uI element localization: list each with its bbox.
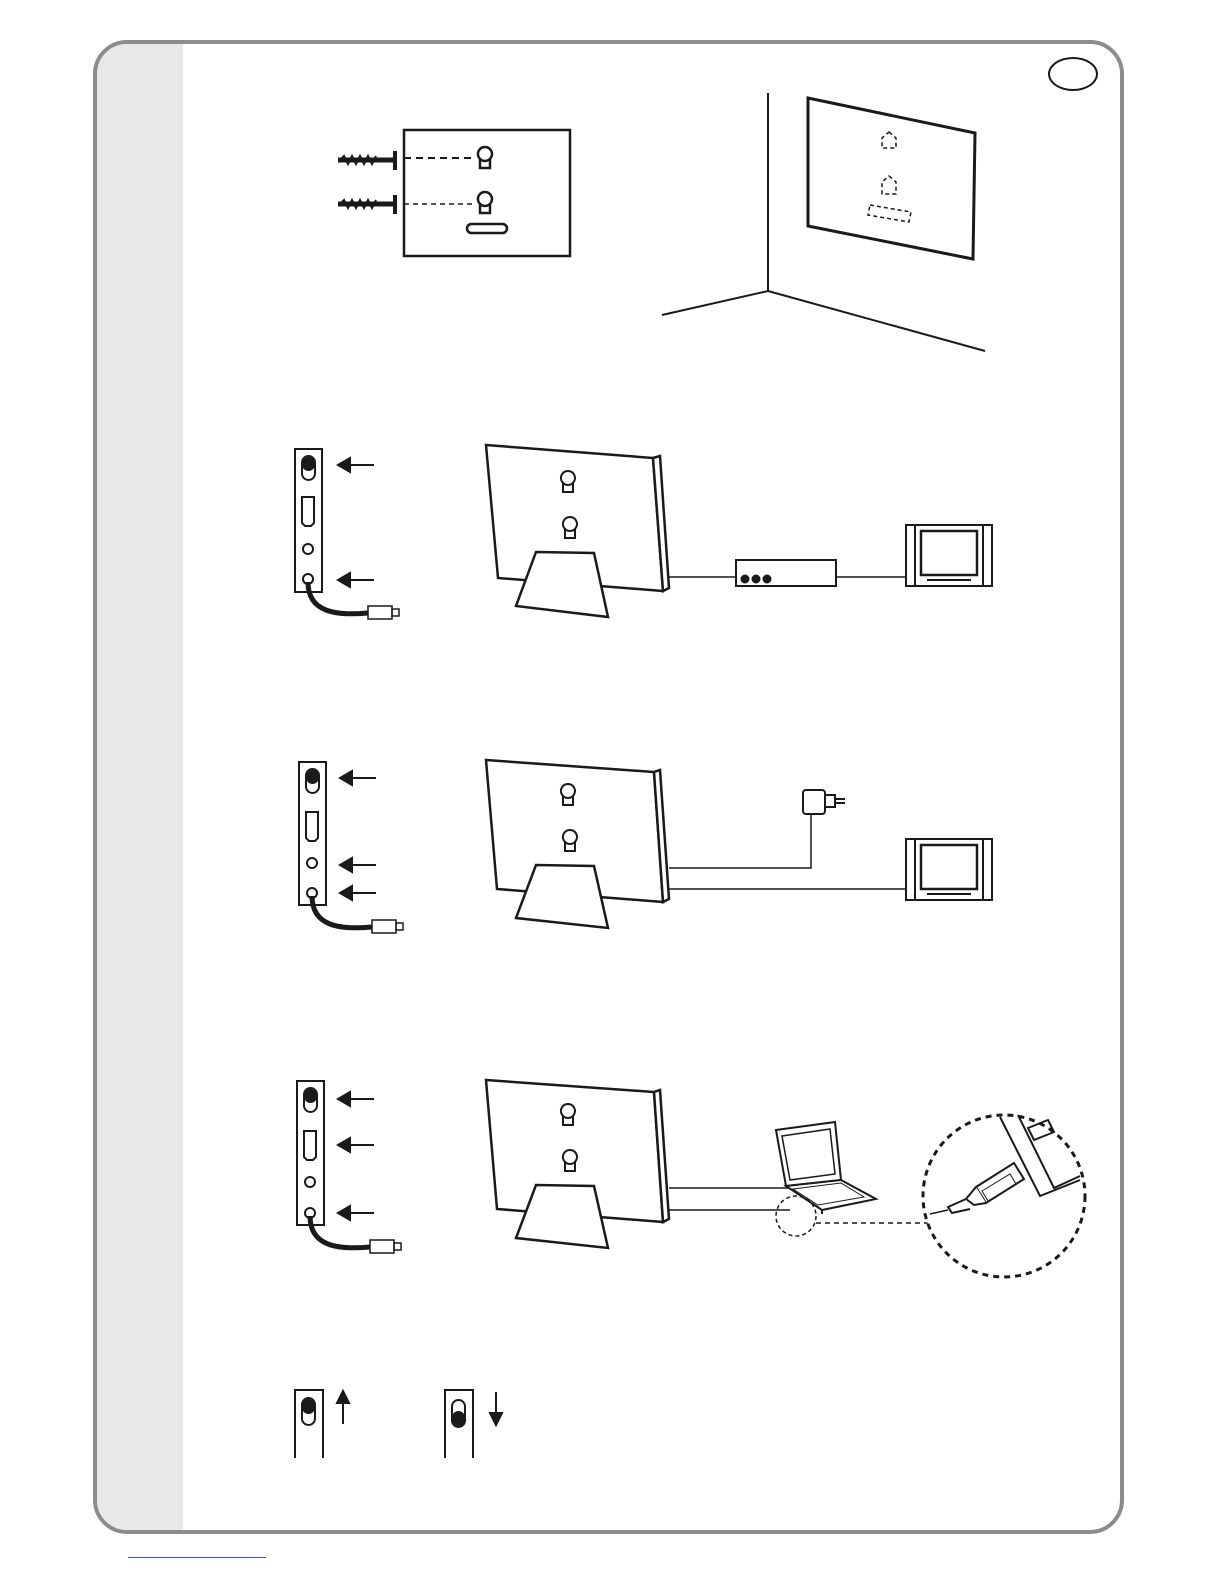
- keyhole-slot-icon: [478, 192, 492, 213]
- port-strip: [295, 449, 322, 592]
- keyhole-slot-icon: [561, 471, 575, 492]
- audio-port: [307, 858, 317, 868]
- hdmi-port: [304, 1131, 316, 1160]
- keyhole-slot-icon: [478, 147, 492, 168]
- connection-row-3: [295, 1075, 1085, 1280]
- hdmi-port: [302, 497, 314, 526]
- set-top-box-icon: [736, 560, 836, 586]
- arrow-left-icon: [338, 1206, 374, 1220]
- switch-up-icon: [295, 1390, 323, 1458]
- keyhole-slot-icon: [563, 517, 577, 538]
- cable-plug-icon: [312, 896, 372, 928]
- tv-monitor-icon: [906, 525, 992, 586]
- wall-corner: [662, 93, 985, 351]
- base-slot: [868, 205, 911, 222]
- laptop-icon: [776, 1122, 876, 1214]
- wall-mount-screws-figure: [330, 125, 580, 265]
- keyhole-slot-icon: [563, 830, 577, 851]
- footer-link-underline[interactable]: [128, 1557, 266, 1558]
- keyhole-slot-icon: [882, 132, 896, 148]
- arrow-left-icon: [340, 771, 376, 785]
- photo-frame-on-stand: [486, 1080, 669, 1248]
- arrow-left-icon: [338, 1092, 374, 1106]
- left-sidebar-band: [97, 44, 183, 1530]
- port-strip: [299, 762, 326, 905]
- power-adapter-icon: [803, 790, 845, 814]
- base-slot: [467, 224, 507, 233]
- keyhole-slot-icon: [563, 1150, 577, 1171]
- port-strip: [297, 1081, 324, 1225]
- audio-port: [303, 544, 313, 554]
- audio-port: [305, 1177, 315, 1187]
- screw-icon: [338, 195, 395, 214]
- arrow-left-icon: [338, 1138, 374, 1152]
- cable-plug-icon: [308, 582, 368, 614]
- hdmi-port: [306, 812, 318, 841]
- magnifier-circle: [923, 1115, 1085, 1277]
- arrow-up-icon: [337, 1391, 349, 1424]
- photo-frame-on-stand: [486, 445, 669, 617]
- connection-row-2: [295, 755, 1000, 940]
- arrow-left-icon: [340, 858, 376, 872]
- arrow-left-icon: [338, 573, 374, 587]
- cable-plug-icon: [372, 920, 403, 933]
- switch-knob: [307, 771, 318, 783]
- cable-plug-icon: [310, 1216, 370, 1248]
- arrow-left-icon: [338, 458, 374, 472]
- keyhole-slot-icon: [561, 784, 575, 805]
- switch-down-icon: [445, 1390, 473, 1458]
- corner-badge-oval: [1048, 57, 1098, 91]
- arrow-down-icon: [490, 1392, 502, 1425]
- connection-row-1: [290, 440, 1000, 625]
- switch-knob: [305, 1090, 316, 1102]
- switch-legend: [290, 1385, 510, 1460]
- cable-plug-icon: [368, 606, 399, 619]
- tv-monitor-icon: [906, 839, 992, 900]
- arrow-left-icon: [340, 886, 376, 900]
- photo-frame-on-stand: [486, 760, 669, 928]
- screw-icon: [338, 151, 395, 170]
- wall-hung-figure: [660, 90, 990, 355]
- switch-knob: [303, 458, 314, 470]
- cable-line: [669, 1188, 790, 1210]
- keyhole-slot-icon: [561, 1104, 575, 1125]
- cable-plug-icon: [370, 1240, 401, 1253]
- keyhole-slot-icon: [882, 176, 896, 194]
- cable-line: [669, 813, 906, 889]
